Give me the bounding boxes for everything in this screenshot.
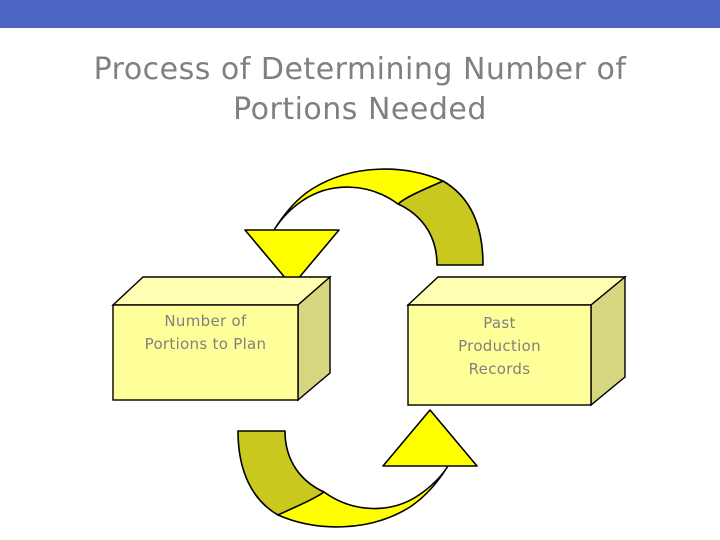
top-decorative-band bbox=[0, 0, 720, 28]
top-arrow-bright bbox=[244, 168, 444, 287]
left-box-label: Number of Portions to Plan bbox=[144, 312, 267, 353]
right-box-top-face bbox=[406, 276, 627, 306]
bottom-arrow bbox=[237, 409, 478, 528]
bottom-arrow-bright bbox=[277, 409, 478, 528]
right-box bbox=[406, 275, 627, 407]
right-box-front-face bbox=[407, 304, 592, 406]
left-box-top-face bbox=[111, 276, 332, 306]
page-title: Process of Determining Number of Portion… bbox=[93, 52, 627, 127]
top-arrow bbox=[244, 168, 484, 287]
left-box-front-face bbox=[112, 304, 299, 401]
left-box bbox=[111, 275, 332, 402]
right-box-label: Past Production Records bbox=[458, 314, 541, 378]
